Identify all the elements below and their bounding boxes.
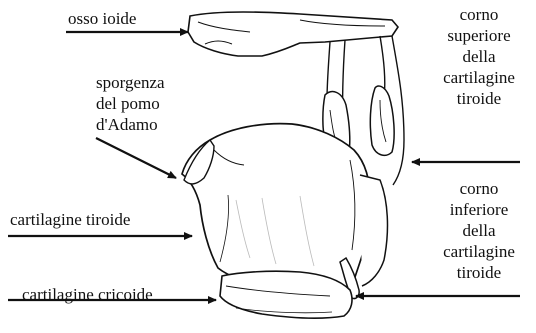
label-line: corno (424, 178, 534, 199)
label-line: cartilagine (424, 67, 534, 88)
label-line: cartilagine (424, 241, 534, 262)
label-line: della (424, 46, 534, 67)
label-line: corno (424, 4, 534, 25)
label-corno-inferiore: corno inferiore della cartilagine tiroid… (424, 178, 534, 283)
label-line: della (424, 220, 534, 241)
label-line: tiroide (424, 262, 534, 283)
label-line: tiroide (424, 88, 534, 109)
label-line: sporgenza (96, 72, 165, 93)
label-corno-superiore: corno superiore della cartilagine tiroid… (424, 4, 534, 109)
label-line: del pomo (96, 93, 165, 114)
hyoid-bone (188, 12, 398, 56)
arrow-pomo (96, 138, 176, 178)
cricoid-cartilage (220, 271, 352, 318)
label-cartilagine-cricoide: cartilagine cricoide (22, 284, 153, 305)
label-line: inferiore (424, 199, 534, 220)
label-osso-ioide: osso ioide (68, 8, 136, 29)
thyroid-cartilage (182, 124, 387, 291)
label-sporgenza-pomo-adamo: sporgenza del pomo d'Adamo (96, 72, 165, 135)
label-cartilagine-tiroide: cartilagine tiroide (10, 209, 130, 230)
label-line: superiore (424, 25, 534, 46)
label-line: d'Adamo (96, 114, 165, 135)
